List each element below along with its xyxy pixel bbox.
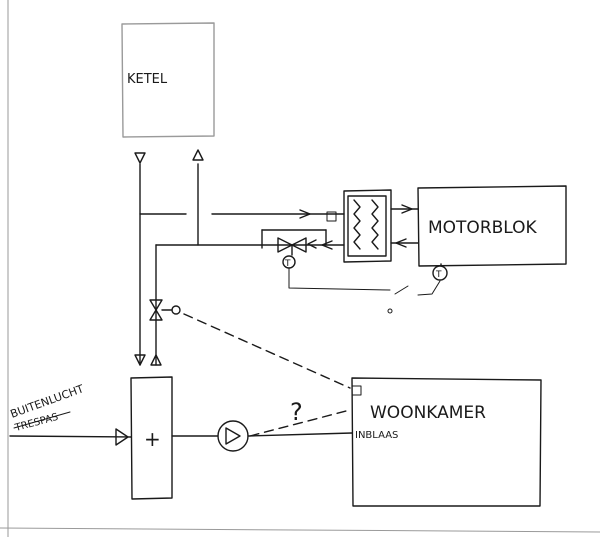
valve-thermostat-symbol: T (284, 259, 291, 269)
control-wire-right (417, 280, 441, 296)
inlet-line (9, 435, 132, 438)
motor-thermostat: T (432, 265, 448, 281)
arrow-down-into-unit (134, 354, 146, 366)
fan (217, 420, 249, 452)
sensor-box-upper (326, 211, 337, 222)
three-way-valve (261, 229, 327, 256)
mixing-unit-box: + (130, 376, 173, 500)
switch-dot (387, 308, 393, 314)
question-mark: ? (290, 398, 303, 426)
motorblok-box: MOTORBLOK (417, 185, 567, 267)
arrow-up-from-unit (150, 354, 162, 366)
woonkamer-box: WOONKAMER INBLAAS (351, 377, 542, 507)
flow-arrow-motor-upper (401, 204, 413, 214)
motor-thermostat-symbol: T (435, 270, 442, 280)
dashed-control-line-lower (249, 409, 351, 437)
supply-valve (149, 299, 181, 321)
arrow-down-left (134, 152, 146, 164)
paper-edge-bottom (0, 527, 600, 533)
inblaas-line (247, 432, 353, 437)
valve-thermostat: T (282, 255, 296, 269)
dashed-control-line-upper (183, 313, 351, 389)
woonkamer-label: WOONKAMER (370, 403, 486, 423)
flow-arrow-lower (321, 240, 333, 250)
motorblok-label: MOTORBLOK (428, 218, 538, 238)
control-wire (288, 267, 391, 291)
flow-arrow-upper (299, 209, 311, 219)
ketel-label: KETEL (127, 72, 168, 87)
flow-arrow-motor-lower (395, 238, 407, 248)
heat-exchanger (343, 189, 392, 263)
inlet-arrow (115, 428, 129, 446)
mixing-unit-plus: + (144, 427, 161, 451)
arrow-up-right (192, 149, 204, 161)
ketel-box: KETEL (121, 22, 215, 138)
woonkamer-sensor (351, 385, 362, 396)
inblaas-label: INBLAAS (355, 430, 398, 441)
switch-contact (394, 285, 409, 295)
